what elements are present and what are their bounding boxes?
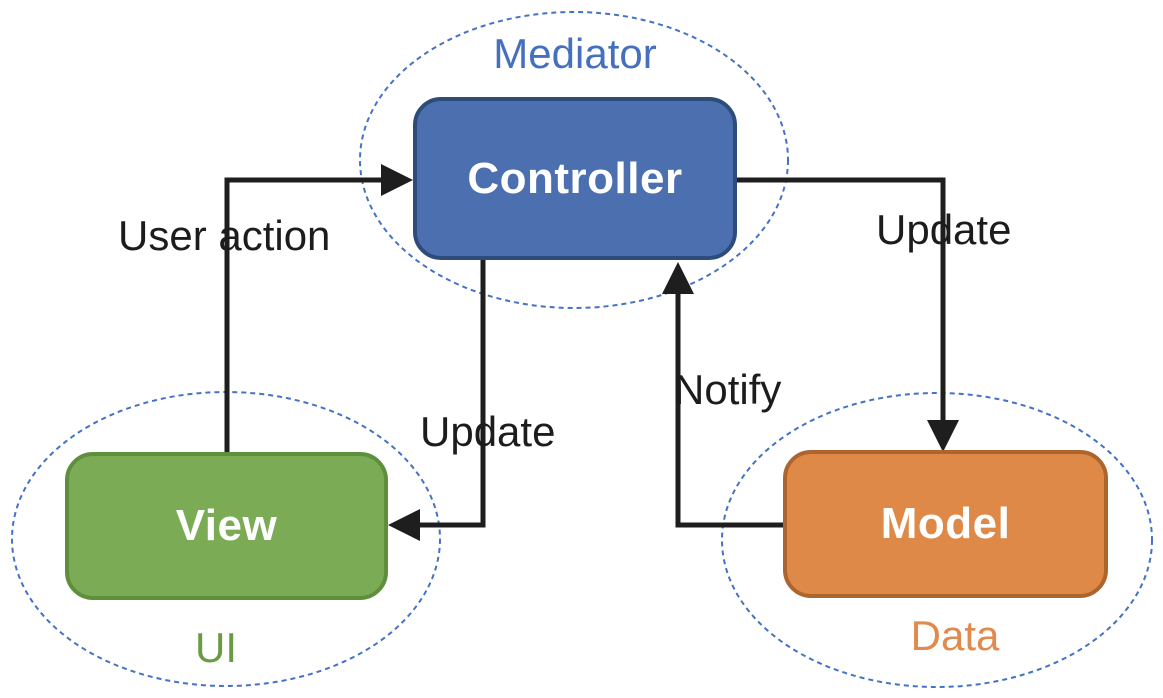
view-node: View: [65, 452, 388, 600]
user-action-arrowhead: [381, 164, 413, 196]
notify-arrowhead: [662, 262, 694, 294]
view-node-label: View: [175, 501, 278, 550]
update-view-edge-label: Update: [420, 408, 556, 455]
update-model-edge-label: Update: [876, 206, 1012, 253]
data-zone-label: Data: [910, 612, 1000, 659]
controller-node: Controller: [413, 97, 737, 260]
update-model-arrow-line: [737, 177, 946, 424]
update-view-arrowhead: [388, 509, 420, 541]
update-model-arrowhead: [927, 420, 959, 452]
mediator-zone-label: Mediator: [493, 30, 657, 77]
mediator-zone-ellipse: [359, 11, 789, 309]
data-zone-ellipse: [721, 392, 1153, 688]
user-action-arrow-line: [224, 177, 385, 452]
ui-zone-label: UI: [195, 624, 237, 671]
controller-node-label: Controller: [467, 153, 683, 203]
update-view-arrow-line: [418, 260, 486, 528]
model-node-label: Model: [880, 499, 1011, 548]
user-action-edge-label: User action: [118, 212, 331, 259]
notify-edge-label: Notify: [674, 366, 782, 413]
notify-arrow-line: [675, 290, 783, 528]
model-node: Model: [783, 450, 1108, 598]
